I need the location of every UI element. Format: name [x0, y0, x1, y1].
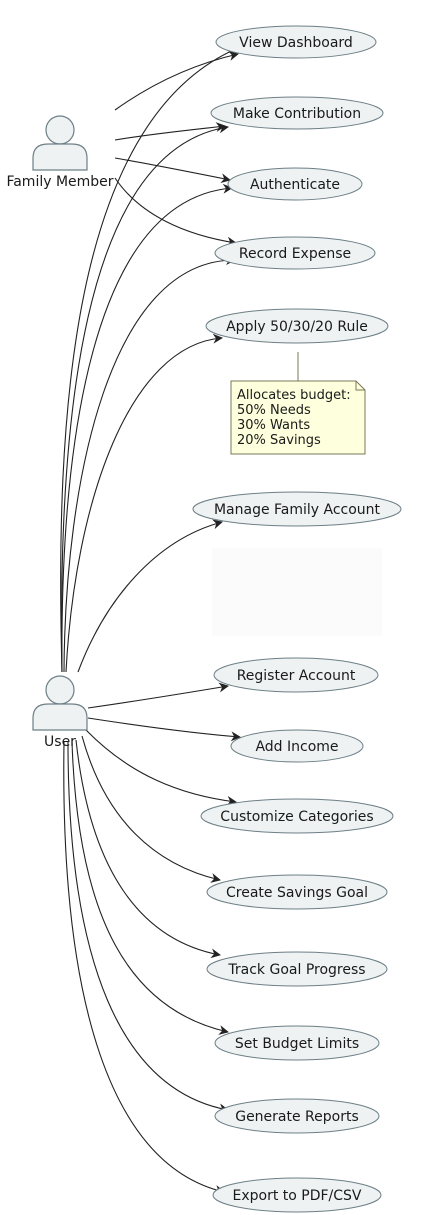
- edge-user-make-contribution: [61, 123, 229, 673]
- actor-family-member[interactable]: Family Member: [6, 115, 114, 190]
- edge-user-add-income: [87, 717, 241, 742]
- use-case-add-income[interactable]: Add Income: [230, 729, 364, 763]
- use-case-label: View Dashboard: [239, 35, 353, 51]
- note-line: 20% Savings: [237, 433, 321, 448]
- use-case-label: Record Expense: [239, 246, 351, 262]
- actor-icon: [32, 115, 88, 171]
- edge-user-set-budget-limits: [71, 741, 229, 1035]
- use-case-label: Customize Categories: [220, 809, 373, 825]
- use-case-label: Register Account: [237, 668, 356, 684]
- actor-label: Family Member: [6, 174, 113, 190]
- use-case-label: Export to PDF/CSV: [232, 1188, 361, 1204]
- edge-user-generate-reports: [67, 741, 229, 1114]
- use-case-label: Create Savings Goal: [226, 885, 368, 901]
- use-case-authenticate[interactable]: Authenticate: [227, 167, 363, 201]
- use-case-label: Add Income: [255, 739, 338, 755]
- edge-fm-authenticate: [114, 157, 231, 184]
- note-budget-allocation: Allocates budget: 50% Needs 30% Wants 20…: [230, 380, 366, 455]
- edge-user-authenticate: [61, 183, 233, 673]
- edge-user-register-account: [87, 682, 229, 709]
- edge-user-export: [63, 741, 225, 1195]
- use-case-label: Make Contribution: [233, 106, 361, 122]
- edge-fm-make-contribution: [114, 122, 226, 141]
- use-case-view-dashboard[interactable]: View Dashboard: [215, 25, 377, 59]
- use-case-record-expense[interactable]: Record Expense: [214, 236, 376, 270]
- edge-user-track-goal-progress: [75, 739, 221, 959]
- actor-label: User: [44, 734, 76, 750]
- actor-user[interactable]: User: [32, 675, 88, 750]
- use-case-make-contribution[interactable]: Make Contribution: [210, 96, 384, 130]
- use-case-label: Track Goal Progress: [227, 962, 365, 978]
- use-case-create-savings-goal[interactable]: Create Savings Goal: [206, 874, 388, 910]
- associations: [60, 46, 241, 1195]
- note-line: Allocates budget:: [237, 388, 351, 403]
- edge-fm-record-expense: [114, 177, 237, 247]
- use-case-track-goal-progress[interactable]: Track Goal Progress: [206, 951, 388, 987]
- note-line: 30% Wants: [237, 418, 310, 433]
- edge-fm-view-dashboard: [114, 51, 239, 111]
- use-case-label: Authenticate: [250, 177, 340, 193]
- use-case-manage-family-account[interactable]: Manage Family Account: [192, 491, 402, 527]
- edge-user-apply-rule: [65, 333, 223, 673]
- use-case-label: Generate Reports: [235, 1109, 359, 1125]
- edge-user-view-dashboard: [60, 46, 239, 673]
- edge-user-manage-family: [77, 519, 223, 673]
- use-case-apply-rule[interactable]: Apply 50/30/20 Rule: [205, 308, 389, 344]
- edge-user-record-expense: [63, 255, 236, 673]
- note-connector: [290, 352, 299, 382]
- use-case-export[interactable]: Export to PDF/CSV: [212, 1177, 382, 1213]
- use-case-register-account[interactable]: Register Account: [213, 657, 379, 693]
- use-case-label: Manage Family Account: [214, 502, 381, 518]
- use-case-label: Set Budget Limits: [235, 1036, 359, 1052]
- edge-user-customize-categories: [85, 729, 237, 806]
- actor-icon: [32, 675, 88, 731]
- note-line: 50% Needs: [237, 403, 311, 418]
- edge-user-create-savings-goal: [81, 735, 221, 883]
- use-case-label: Apply 50/30/20 Rule: [226, 319, 368, 335]
- use-case-customize-categories[interactable]: Customize Categories: [200, 798, 394, 834]
- use-case-set-budget-limits[interactable]: Set Budget Limits: [214, 1025, 380, 1061]
- use-case-generate-reports[interactable]: Generate Reports: [214, 1098, 380, 1134]
- faint-box: [212, 548, 382, 636]
